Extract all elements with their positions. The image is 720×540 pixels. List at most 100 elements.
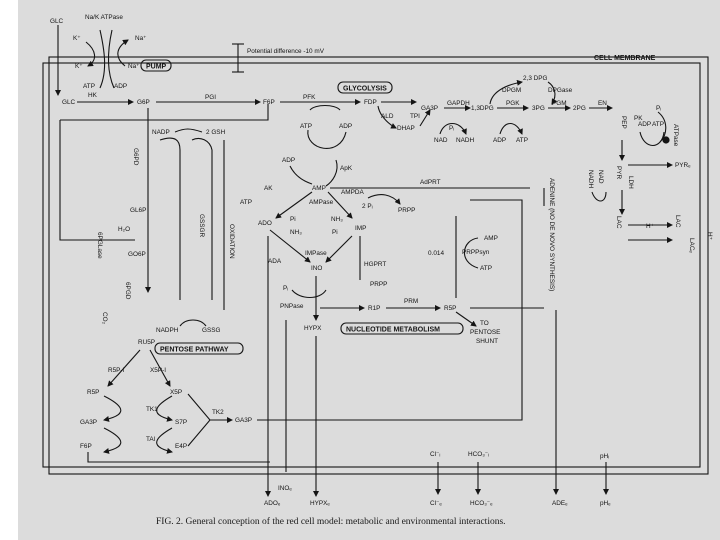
glycolysis-label: GLYCOLYSIS xyxy=(343,86,387,93)
two-pi: 2 Pᵢ xyxy=(362,203,373,210)
pyr-node: PYR xyxy=(615,166,622,180)
imp-node: IMP xyxy=(355,225,366,232)
f6p-left: F6P xyxy=(80,443,92,450)
pgm-enzyme: PGM xyxy=(552,100,567,107)
pi-a: Pi xyxy=(290,216,296,223)
lac-node: LAC xyxy=(615,216,622,229)
ga3p-left: GA3P xyxy=(80,419,97,426)
r5p-left: R5P xyxy=(87,389,99,396)
pk-enzyme: PK xyxy=(634,115,643,122)
ak-enzyme: AK xyxy=(264,185,273,192)
tk1-enzyme: TK1 xyxy=(146,406,158,413)
r5p-nucleotide: R5P xyxy=(444,305,456,312)
pk-atp: ATP xyxy=(652,121,664,128)
pnpase-enzyme: PNPase xyxy=(280,303,304,310)
figure-caption: FIG. 2. General conception of the red ce… xyxy=(156,516,506,527)
g6p-node: G6P xyxy=(137,99,150,106)
hk-label: HK xyxy=(88,92,98,99)
adenine-label: ADENINE (NO DE NOVO SYNTHESIS) xyxy=(548,178,555,291)
prpp-syn-atp: ATP xyxy=(480,265,492,272)
ph-internal: pHᵢ xyxy=(600,453,609,460)
nadp-node: NADP xyxy=(152,129,170,136)
ldh-nadh: NADH xyxy=(587,170,594,188)
gl6p-node: GL6P xyxy=(130,207,146,214)
pgk-adp: ADP xyxy=(493,137,506,144)
pgk-atp: ATP xyxy=(516,137,528,144)
ldh-nad: NAD xyxy=(597,170,604,184)
pentose-pathway-label: PENTOSE PATHWAY xyxy=(160,347,229,354)
cl-external: Cl⁻ₑ xyxy=(430,500,442,507)
nadph-node: NADPH xyxy=(156,327,179,334)
6pgd-enzyme: 6PGD xyxy=(124,282,131,300)
f6p-node: F6P xyxy=(263,99,275,106)
pyr-external: PYRₑ xyxy=(675,162,691,169)
pentose-pathway-box xyxy=(154,342,244,355)
ado-node: ADO xyxy=(258,220,272,227)
hco3-external: HCO₃⁻ₑ xyxy=(470,500,493,507)
dpgm-enzyme: DPGM xyxy=(502,87,521,94)
lac-out: LAC xyxy=(674,215,681,228)
pfk-adp: ADP xyxy=(339,123,352,130)
x5p-node: X5P xyxy=(170,389,182,396)
0014-label: 0.014 xyxy=(428,250,444,257)
pfk-atp: ATP xyxy=(300,123,312,130)
hypx-node: HYPX xyxy=(304,325,322,332)
gapdh-pi: Pᵢ xyxy=(449,125,454,132)
e4p-node: E4P xyxy=(175,443,187,450)
ldh-enzyme: LDH xyxy=(627,176,634,189)
gapdh-nadh: NADH xyxy=(456,137,474,144)
6pglase-enzyme: 6PGLase xyxy=(96,232,103,259)
na-inside: Na⁺ xyxy=(128,63,140,70)
impase-enzyme: IMPase xyxy=(305,250,327,257)
cell-membrane-inner xyxy=(42,62,701,468)
pump-adp: ADP xyxy=(114,83,127,90)
prpp-syn-amp: AMP xyxy=(484,235,498,242)
dpgase-enzyme: DPGase xyxy=(548,87,573,94)
en-enzyme: EN xyxy=(598,100,607,107)
h-out: H⁺ xyxy=(706,232,713,240)
ada-enzyme: ADA xyxy=(268,258,282,265)
ph-external: pHₑ xyxy=(600,500,611,507)
nucleotide-metabolism-box xyxy=(340,322,464,335)
cl-internal: Cl⁻ᵢ xyxy=(430,451,440,458)
pgi-enzyme: PGI xyxy=(205,94,216,101)
dhap-node: DHAP xyxy=(397,125,415,132)
ado-external: ADOₑ xyxy=(264,500,281,507)
h2o-label: H₂O xyxy=(118,226,130,233)
pump-label: PUMP xyxy=(146,64,167,71)
nh3-b: NH₃ xyxy=(331,216,343,223)
gssg-node: GSSG xyxy=(202,327,220,334)
to-pentose-line2: PENTOSE xyxy=(470,329,500,336)
potential-difference-label: Potential difference -10 mV xyxy=(247,48,325,55)
pep-node: PEP xyxy=(620,116,627,129)
tpi-enzyme: TPI xyxy=(410,113,420,120)
adprt-enzyme: AdPRT xyxy=(420,179,441,186)
prpp-bottom: PRPP xyxy=(370,281,387,288)
oxidation-label: OXIDATION xyxy=(228,224,235,259)
r5p-i-enzyme: R5P-I xyxy=(108,367,125,374)
gapdh-enzyme: GAPDH xyxy=(447,100,470,107)
lac-external: LACₑ xyxy=(688,238,695,253)
co2-label: CO₂ xyxy=(101,312,108,325)
to-pentose-line3: SHUNT xyxy=(476,338,498,345)
apk-adp: ADP xyxy=(282,157,295,164)
cell-membrane-label: CELL MEMBRANE xyxy=(594,55,656,62)
ino-external: INOₑ xyxy=(278,485,292,492)
gapdh-nad: NAD xyxy=(434,137,448,144)
na-k-atpase-label: Na/K ATPase xyxy=(85,14,123,21)
fdp-node: FDP xyxy=(364,99,377,106)
to-pentose-line1: TO xyxy=(480,320,489,327)
pump-box xyxy=(140,59,172,72)
s7p-node: S7P xyxy=(175,419,187,426)
nh3-a: NH₃ xyxy=(290,229,302,236)
pgk-enzyme: PGK xyxy=(506,100,520,107)
cell-membrane-outer xyxy=(48,56,709,475)
glc-external: GLC xyxy=(50,18,64,25)
pump-atp: ATP xyxy=(83,83,95,90)
g6pd-enzyme: G6PD xyxy=(132,148,139,166)
r1p-node: R1P xyxy=(368,305,380,312)
ga3p-bottom: GA3P xyxy=(235,417,252,424)
glycolysis-box xyxy=(337,81,393,94)
